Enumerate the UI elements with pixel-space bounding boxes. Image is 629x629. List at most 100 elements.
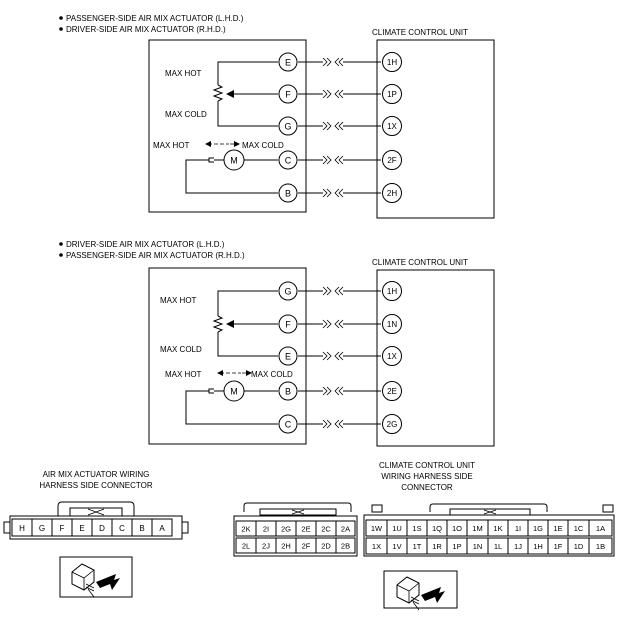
connector-pin: B [139,524,144,533]
diagram-2-arrow-cold-label: MAX COLD [251,370,293,379]
diagram-2-bullet-2: PASSENGER-SIDE AIR MIX ACTUATOR (R.H.D.) [66,251,245,260]
motor-icon [223,149,245,171]
arrow-right-icon [234,141,240,147]
actuator-2-pin: B [285,387,291,397]
wiper-arrow-icon [226,320,234,328]
diagram-1-unit-label: CLIMATE CONTROL UNIT [372,28,468,37]
small-connector-bottom-row: 2L 2J 2H 2F 2D 2B [235,537,356,554]
connector-pin: 2F [302,542,311,551]
diagram-1-max-cold-label: MAX COLD [165,110,207,119]
connector-pin: 1T [413,542,422,551]
unit-1-pin: 1P [387,90,397,99]
arrow-left-icon [217,370,223,376]
connector-pin: 1L [494,542,502,551]
actuator-1-pin: E [285,58,291,68]
unit-2-pin: 1H [387,287,397,296]
diagram-2: DRIVER-SIDE AIR MIX ACTUATOR (L.H.D.) PA… [59,240,495,447]
potentiometer-resistor-icon [212,290,278,357]
actuator-1-pin: C [285,156,292,166]
diagram-1-wires [298,61,381,194]
arrow-left-icon [205,141,211,147]
unit-1-pin: 2F [387,156,396,165]
connector-pin: 1W [371,524,383,533]
actuator-1-pin: B [285,189,291,199]
connector-lock-tab [57,501,135,516]
connector-pin: 1F [554,542,563,551]
connector-pin: 1J [514,542,522,551]
big-connector-key-right [602,504,614,513]
diagram-2-max-cold-label: MAX COLD [160,345,202,354]
motor-icon [223,380,245,402]
connector-pin: 1U [392,524,402,533]
latch-cross-icon [483,509,497,515]
diagram-1: PASSENGER-SIDE AIR MIX ACTUATOR (L.H.D.)… [59,14,495,219]
big-connector-tab [429,503,548,512]
connector-pin: 1O [452,524,462,533]
connector-view-icon [71,563,120,598]
diagram-2-arrow-hot-label: MAX HOT [165,370,202,379]
connector-pin: E [79,524,84,533]
connector-pin: 1X [372,542,381,551]
connector-pin: D [99,524,105,533]
diagram-2-motor-label: M [230,387,238,397]
diagram-2-wires [298,290,381,425]
bullet-dot-icon [59,242,63,246]
connector-pin: 1Q [432,524,442,533]
big-connector-key-left [371,504,383,513]
connector-pin: 2K [241,525,250,534]
actuator-2-pin: G [284,287,291,297]
diagram-1-bullet-2: DRIVER-SIDE AIR MIX ACTUATOR (R.H.D.) [66,25,226,34]
connector-pin: H [19,524,25,533]
bullet-dot-icon [59,16,63,20]
connector-pin: 1H [533,542,543,551]
latch-cross-icon [87,508,105,516]
diagram-2-bullet-1: DRIVER-SIDE AIR MIX ACTUATOR (L.H.D.) [66,240,225,249]
actuator-connector-pins: H G F E D C B A [11,518,173,537]
diagram-1-arrow-hot-label: MAX HOT [153,141,190,150]
unit-2-pin: 1X [387,352,397,361]
unit-1-pin: 2H [387,189,397,198]
diagram-2-connector-symbols [322,286,344,429]
connector-pin: 2B [341,542,350,551]
connector-pin: 1I [515,524,521,533]
small-connector-top-row: 2K 2I 2G 2E 2C 2A [235,520,356,537]
connector-pin: 2C [321,525,331,534]
connector-pin: A [159,524,165,533]
connector-pin: 2H [281,542,291,551]
connector-pin: 1N [473,542,483,551]
connector-pin: 1A [596,524,605,533]
connector-pin: 1V [392,542,401,551]
diagram-2-unit-label: CLIMATE CONTROL UNIT [372,258,468,267]
big-connector-top-row: 1W 1U 1S 1Q 1O 1M 1K 1I 1G 1E 1C 1A [365,519,613,537]
connector-pin: 1C [574,524,584,533]
wiper-arrow-icon [226,90,234,98]
connector-pin: 1K [493,524,502,533]
connector-pin: F [60,524,65,533]
connector-pin: 1R [432,542,442,551]
diagram-2-actuator-pins: G F E B C [278,281,298,434]
unit-2-pin: 2G [387,420,398,429]
unit-connector-title-3: CONNECTOR [401,483,453,492]
diagram-1-max-hot-label: MAX HOT [165,69,202,78]
unit-connector-title-1: CLIMATE CONTROL UNIT [379,461,475,470]
diagram-1-unit-pins: 1H 1P 1X 2F 2H [382,52,402,203]
diagram-1-connector-symbols [322,57,344,198]
unit-1-pin: 1H [387,58,397,67]
connector-pin: 1G [533,524,543,533]
connector-pin: 2J [262,542,270,551]
actuator-1-pin: G [284,122,291,132]
connector-pin: 1D [574,542,584,551]
diagram-1-arrow-cold-label: MAX COLD [242,141,284,150]
connector-ear-right [181,521,189,534]
diagram-2-unit-pins: 1H 1N 1X 2E 2G [382,281,402,434]
connector-view-icon [396,576,445,611]
bullet-dot-icon [59,253,63,257]
diagram-1-bullet-1: PASSENGER-SIDE AIR MIX ACTUATOR (L.H.D.) [66,14,244,23]
unit-connector-title-2: WIRING HARNESS SIDE [381,472,473,481]
connector-pin: 2D [321,542,331,551]
connector-pin: 1M [472,524,482,533]
connector-pin: C [119,524,125,533]
unit-2-pin: 1N [387,320,397,329]
connector-ear-left [3,521,11,534]
